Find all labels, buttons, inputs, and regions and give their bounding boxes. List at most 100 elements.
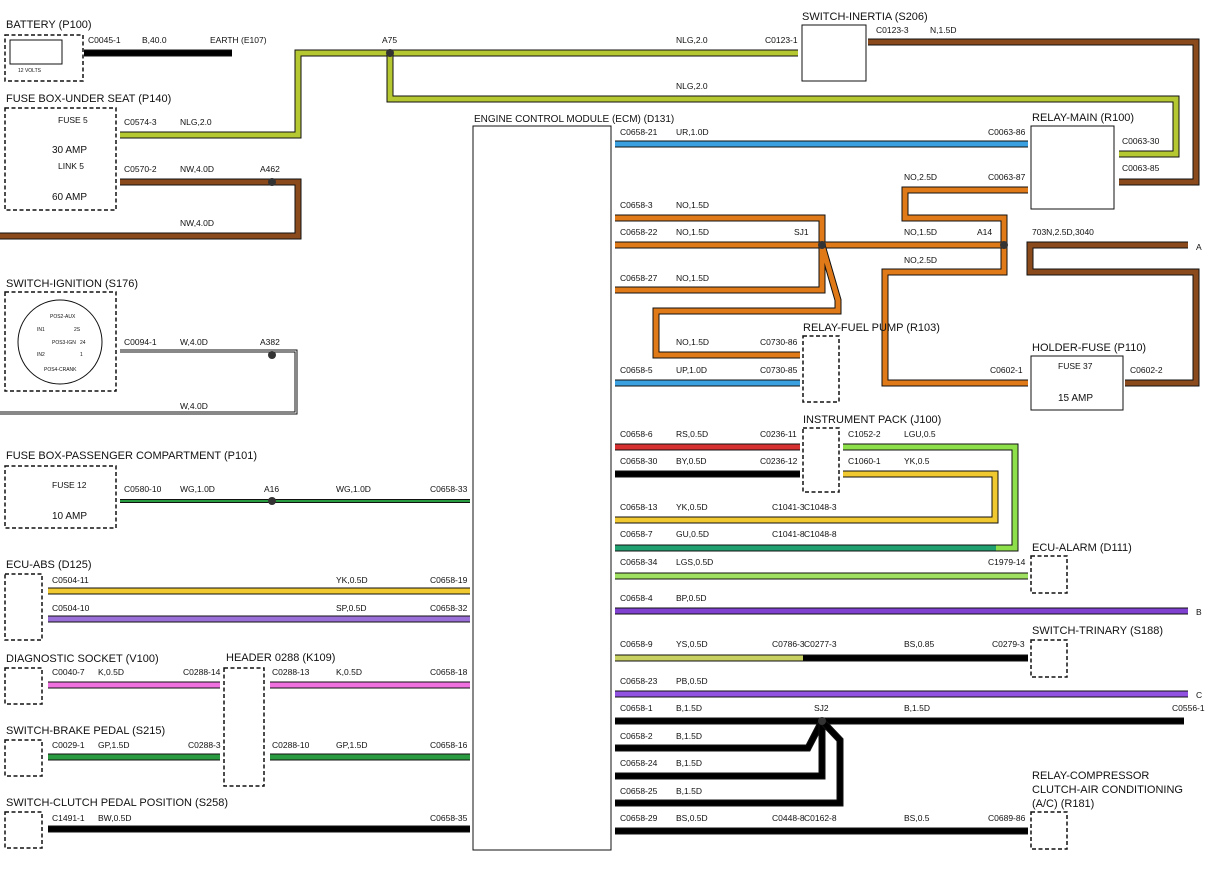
wire-label-l5: NLG,2.0 (676, 35, 708, 45)
wire-703n[interactable] (1027, 242, 1199, 386)
ecm-box[interactable] (472, 125, 612, 851)
wire-b-2[interactable] (615, 719, 825, 751)
instrument-pack-box[interactable] (802, 427, 840, 493)
splice-a75 (386, 49, 394, 57)
ecu-alarm-box[interactable] (1030, 555, 1068, 594)
wire-label-l117: BS,0.5 (904, 813, 930, 823)
ecu-abs-box[interactable] (4, 573, 43, 641)
wire-label-l66: C0658-5 (620, 365, 653, 375)
wire-label-l39: C0288-3 (188, 740, 221, 750)
switch-brake-box[interactable] (4, 739, 43, 777)
relay-compressor-box[interactable] (1030, 811, 1068, 850)
battery-box[interactable] (4, 34, 84, 82)
wire-label-l81: C0658-13 (620, 502, 658, 512)
wire-label-l102: C0658-1 (620, 703, 653, 713)
wire-label-l103: B,1.5D (676, 703, 702, 713)
wire-label-l100: C0658-23 (620, 676, 658, 686)
fuse5-amp: 30 AMP (52, 145, 87, 156)
relay-main-box[interactable] (1030, 125, 1115, 210)
wire-label-l101: PB,0.5D (676, 676, 708, 686)
wire-no-3[interactable] (615, 215, 825, 245)
ign-in2: IN2 (37, 352, 45, 358)
wire-label-l11: NLG,2.0 (180, 117, 212, 127)
wire-label-l68: C0730-85 (760, 365, 798, 375)
wire-label-l24: C0658-33 (430, 484, 468, 494)
wire-label-l40: C0288-10 (272, 740, 310, 750)
wire-nw-a462[interactable] (0, 179, 301, 239)
wire-label-l74: C1052-2 (848, 429, 881, 439)
wire-label-l57: SJ1 (794, 227, 809, 237)
diag-socket-box[interactable] (4, 667, 43, 705)
ecm-title: ENGINE CONTROL MODULE (ECM) (D131) (474, 114, 674, 125)
wire-label-l53: C0658-3 (620, 200, 653, 210)
relay-fuel-pump-box[interactable] (802, 335, 840, 403)
ign-1: 1 (80, 352, 83, 358)
wire-label-l44: BW,0.5D (98, 813, 132, 823)
wire-label-l13: NW,4.0D (180, 164, 214, 174)
wire-label-l52: C0063-87 (988, 172, 1026, 182)
wire-label-l7: C0123-3 (876, 25, 909, 35)
fusebox-under-seat-box[interactable] (4, 107, 117, 211)
wire-b-24[interactable] (615, 721, 825, 779)
wire-label-l41: GP,1.5D (336, 740, 368, 750)
wire-label-l16: C0094-1 (124, 337, 157, 347)
fuse12-name: FUSE 12 (52, 480, 87, 490)
switch-clutch-box[interactable] (4, 811, 43, 849)
splice-a382 (268, 351, 276, 359)
wire-nlg-relay[interactable] (387, 53, 1179, 157)
wire-label-l75: LGU,0.5 (904, 429, 936, 439)
wire-label-l107: C0658-2 (620, 731, 653, 741)
wire-label-l2: B,40.0 (142, 35, 167, 45)
wire-label-l47: UR,1.0D (676, 127, 709, 137)
wire-label-l106: C0556-1 (1172, 703, 1205, 713)
switch-ignition-box[interactable] (4, 291, 117, 392)
ign-pos-crank: POS4-CRANK (44, 367, 77, 373)
wire-b-25[interactable] (615, 719, 843, 806)
wire-w-a382[interactable] (0, 350, 297, 414)
switch-trinary-box[interactable] (1030, 639, 1068, 678)
wire-yk-ip[interactable] (615, 471, 998, 523)
link5-amp: 60 AMP (52, 192, 87, 203)
ecu-alarm-title: ECU-ALARM (D111) (1032, 542, 1132, 554)
wire-label-l67: UP,1.0D (676, 365, 707, 375)
wire-nlg-fuse5[interactable] (120, 50, 798, 138)
ign-pos-aux: POS2-AUX (50, 314, 76, 320)
wire-label-l108: B,1.5D (676, 731, 702, 741)
wire-label-l72: RS,0.5D (676, 429, 708, 439)
wire-label-l12: C0570-2 (124, 164, 157, 174)
wire-label-l42: C0658-16 (430, 740, 468, 750)
wire-label-l96: C0786-3 (772, 639, 805, 649)
header-0288-box[interactable] (223, 667, 265, 787)
wire-label-l21: WG,1.0D (180, 484, 215, 494)
wire-label-l73: C0236-11 (760, 429, 797, 439)
wire-label-l6: C0123-1 (765, 35, 798, 45)
wire-label-l46: C0658-21 (620, 127, 658, 137)
wire-label-l32: K,0.5D (98, 667, 124, 677)
fuse12-amp: 10 AMP (52, 511, 87, 522)
switch-inertia-box[interactable] (801, 24, 867, 82)
wire-label-l26: YK,0.5D (336, 575, 368, 585)
wire-label-l62: C0658-27 (620, 273, 658, 283)
fuse5-name: FUSE 5 (58, 115, 88, 125)
wire-label-l87: C1041-8 (772, 529, 805, 539)
wire-label-l80: YK,0.5 (904, 456, 930, 466)
wire-label-l112: B,1.5D (676, 786, 702, 796)
wire-label-l38: GP,1.5D (98, 740, 130, 750)
wire-label-l22: A16 (264, 484, 279, 494)
wire-label-l121: C (1196, 690, 1202, 700)
wire-label-l109: C0658-24 (620, 758, 658, 768)
wire-label-l70: C0602-2 (1130, 365, 1163, 375)
wire-label-l17: W,4.0D (180, 337, 208, 347)
wire-label-l119: A (1196, 242, 1202, 252)
wire-no-27-outline (615, 244, 842, 359)
wire-label-l69: C0602-1 (990, 365, 1023, 375)
fusebox-passenger-box[interactable] (4, 465, 117, 529)
holder-fuse-box[interactable] (1030, 355, 1124, 411)
wire-label-l1: C0045-1 (88, 35, 121, 45)
wire-n-inertia[interactable] (868, 39, 1199, 185)
wire-no-27[interactable] (615, 244, 841, 358)
wire-nlg-relay-outline (386, 53, 1180, 158)
instrument-pack-title: INSTRUMENT PACK (J100) (803, 414, 941, 426)
wire-label-l50: C0063-85 (1122, 163, 1160, 173)
